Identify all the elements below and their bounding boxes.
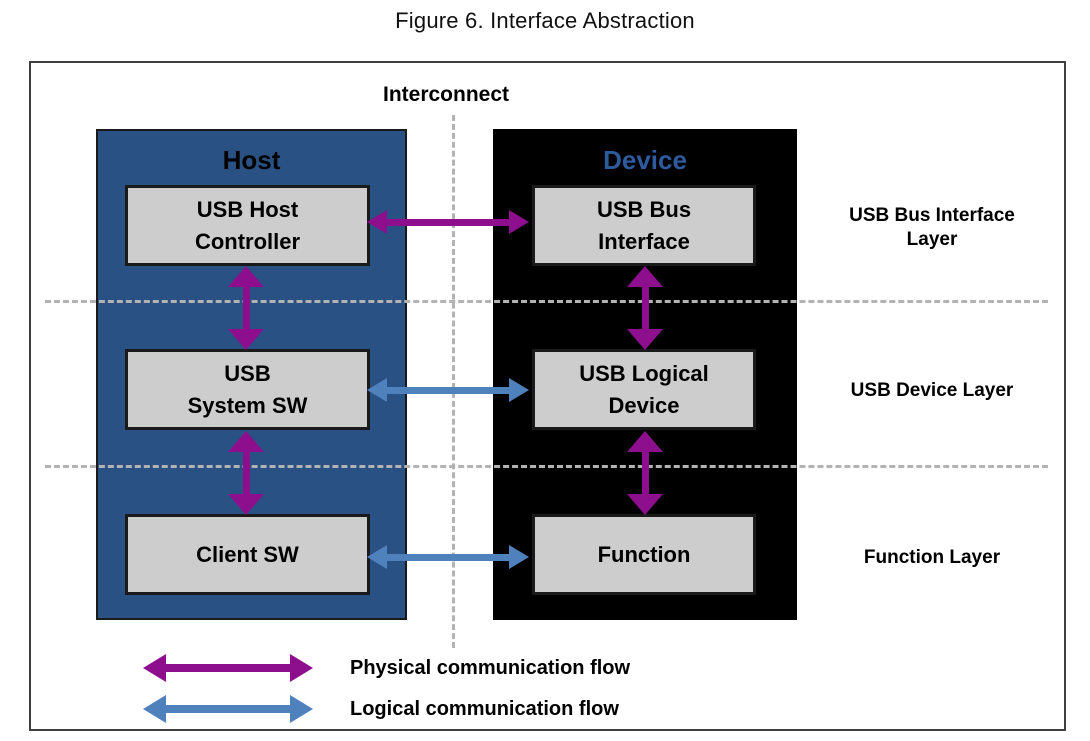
arrowhead-left-icon (367, 378, 387, 402)
arrowhead-left-icon (143, 654, 166, 682)
usb-bus-interface-label: USB Bus Interface (596, 196, 692, 254)
arrow-shaft (387, 553, 509, 561)
client-sw-box: Client SW (125, 514, 370, 595)
usb-system-sw-box: USB System SW (125, 349, 370, 430)
arrowhead-right-icon (290, 695, 313, 723)
layer-divider-bus-device (45, 300, 1048, 303)
arrowhead-left-icon (367, 545, 387, 569)
arrowhead-right-icon (290, 654, 313, 682)
arrow-shaft (242, 452, 250, 494)
physical-flow-arrow-host-bottom (228, 431, 264, 515)
legend-logical-label: Logical communication flow (350, 698, 619, 720)
interconnect-divider-line (452, 115, 455, 648)
physical-flow-arrow-device-top (627, 266, 663, 350)
device-stack: Device USB Bus Interface USB Logical Dev… (493, 129, 797, 620)
arrowhead-up-icon (627, 266, 663, 287)
arrow-shaft (387, 386, 509, 394)
usb-logical-device-label: USB Logical Device (579, 360, 709, 418)
arrowhead-left-icon (143, 695, 166, 723)
legend-physical-label: Physical communication flow (350, 657, 631, 679)
arrowhead-down-icon (228, 494, 264, 515)
legend-logical-arrow (143, 695, 313, 723)
usb-bus-interface-box: USB Bus Interface (532, 185, 756, 266)
arrow-shaft (387, 218, 509, 226)
layer-label-usb-device: USB Device Layer (850, 380, 1014, 401)
arrowhead-right-icon (509, 545, 529, 569)
arrowhead-down-icon (627, 494, 663, 515)
usb-logical-device-box: USB Logical Device (532, 349, 756, 430)
logical-flow-arrow-device-layer (367, 378, 529, 402)
physical-flow-arrow-bus-layer (367, 210, 529, 234)
physical-flow-arrow-host-top (228, 266, 264, 350)
function-box: Function (532, 514, 756, 595)
arrowhead-up-icon (228, 431, 264, 452)
figure-title: Figure 6. Interface Abstraction (395, 8, 695, 33)
function-label: Function (597, 541, 691, 567)
layer-divider-device-function (45, 465, 1048, 468)
layer-label-function: Function Layer (863, 547, 1001, 568)
arrow-shaft (641, 452, 649, 494)
arrowhead-down-icon (228, 329, 264, 350)
arrowhead-right-icon (509, 210, 529, 234)
arrowhead-right-icon (509, 378, 529, 402)
arrow-shaft (166, 705, 290, 713)
logical-flow-arrow-function-layer (367, 545, 529, 569)
device-label: Device (603, 145, 687, 175)
usb-system-sw-label: USB System SW (187, 360, 308, 418)
arrowhead-up-icon (228, 266, 264, 287)
usb-host-controller-box: USB Host Controller (125, 185, 370, 266)
arrowhead-left-icon (367, 210, 387, 234)
arrowhead-down-icon (627, 329, 663, 350)
arrow-shaft (641, 287, 649, 329)
usb-host-controller-label: USB Host Controller (194, 196, 301, 254)
arrow-shaft (242, 287, 250, 329)
client-sw-label: Client SW (196, 541, 299, 567)
legend-physical-arrow (143, 654, 313, 682)
physical-flow-arrow-device-bottom (627, 431, 663, 515)
interconnect-label: Interconnect (382, 83, 510, 106)
arrow-shaft (166, 664, 290, 672)
host-label: Host (222, 145, 281, 175)
layer-label-usb-bus-interface: USB Bus Interface Layer (849, 205, 1015, 250)
host-stack: Host USB Host Controller USB System SW C… (96, 129, 407, 620)
arrowhead-up-icon (627, 431, 663, 452)
